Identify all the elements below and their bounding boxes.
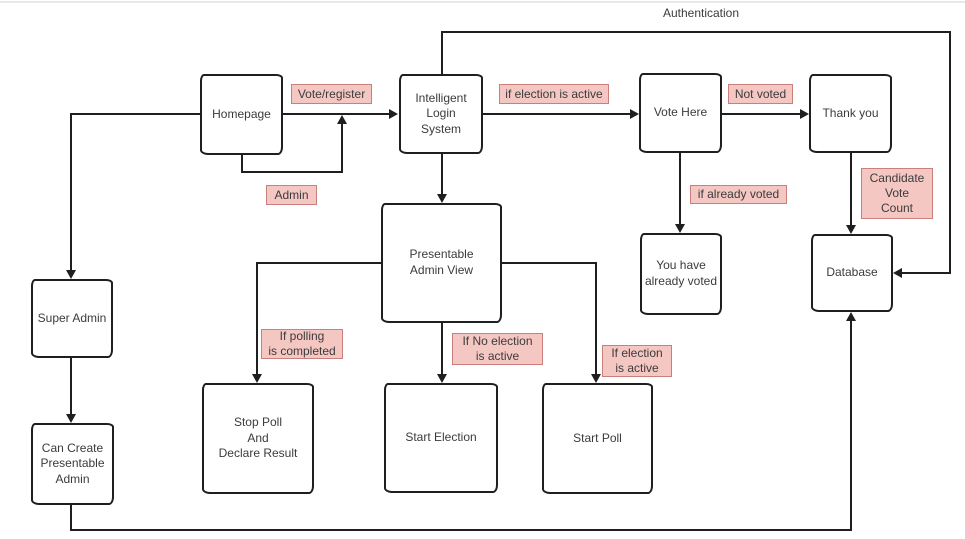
edge-admin-loop-v2 [341,124,343,173]
label-not-voted[interactable]: Not voted [728,84,793,104]
edge-authentication-v2 [949,31,951,274]
edge-pav-startpoll-v [595,262,597,374]
edge-votehere-thankyou [722,113,800,115]
node-start-poll-label: Start Poll [573,430,622,445]
edge-superadmin-cancreate-arrowhead [66,414,76,423]
node-presentable-admin-view[interactable]: Presentable Admin View [381,203,502,323]
edge-admin-loop-arrowhead [337,115,347,124]
edge-authentication-arrowhead [893,268,902,278]
edge-authentication-h1 [441,31,951,33]
node-database[interactable]: Database [811,234,893,312]
node-vote-here-label: Vote Here [653,105,708,120]
node-super-admin[interactable]: Super Admin [31,279,113,358]
edge-votehere-alreadyvoted-arrowhead [675,224,685,233]
edge-pav-startpoll-arrowhead [591,374,601,383]
node-database-label: Database [826,265,878,280]
node-thank-you[interactable]: Thank you [809,74,892,153]
edge-ils-pav-arrowhead [437,194,447,203]
node-intelligent-login-system-label: Intelligent Login System [415,90,467,136]
edge-cancreate-database-h [70,529,852,531]
label-if-election-is-active-bottom[interactable]: If election is active [602,345,672,377]
node-presentable-admin-view-label: Presentable Admin View [409,247,474,277]
edge-votehere-thankyou-arrowhead [800,109,809,119]
node-can-create-presentable-admin-label: Can Create Presentable Admin [40,440,105,486]
node-homepage-label: Homepage [212,106,271,121]
edge-thankyou-database-arrowhead [846,225,856,234]
edge-ils-votehere [483,113,630,115]
edge-pav-stoppoll-arrowhead [252,374,262,383]
edge-homepage-superadmin-arrowhead [66,270,76,279]
node-stop-poll-and-declare-result-label: Stop Poll And Declare Result [218,415,298,461]
node-thank-you-label: Thank you [822,105,879,120]
label-if-no-election-is-active[interactable]: If No election is active [452,333,543,365]
node-start-election[interactable]: Start Election [384,383,498,493]
top-border-divider [0,1,965,3]
edge-homepage-ils-arrowhead [389,109,398,119]
node-vote-here[interactable]: Vote Here [639,73,722,153]
edge-superadmin-cancreate [70,358,72,414]
node-you-have-already-voted[interactable]: You have already voted [640,233,722,315]
label-if-already-voted[interactable]: if already voted [690,185,787,204]
label-if-polling-is-completed[interactable]: If polling is completed [261,329,343,359]
edge-homepage-superadmin-v [70,113,72,270]
edge-pav-startpoll-h [502,262,597,264]
edge-cancreate-database-v1 [70,505,72,531]
node-start-election-label: Start Election [405,430,477,445]
edge-ils-pav [441,154,443,194]
node-stop-poll-and-declare-result[interactable]: Stop Poll And Declare Result [202,383,314,494]
edge-homepage-superadmin-h [70,113,200,115]
authentication-edge-label: Authentication [662,6,740,20]
edge-pav-stoppoll-v [256,262,258,374]
edge-ils-votehere-arrowhead [630,109,639,119]
node-homepage[interactable]: Homepage [200,74,283,155]
edge-authentication-h2 [902,272,951,274]
node-start-poll[interactable]: Start Poll [542,383,653,494]
node-you-have-already-voted-label: You have already voted [644,258,718,288]
edge-cancreate-database-v2 [850,321,852,531]
edge-votehere-alreadyvoted [679,153,681,224]
edge-thankyou-database [850,153,852,225]
edge-pav-startelection [441,323,443,374]
label-if-election-is-active-top[interactable]: if election is active [499,84,609,104]
node-can-create-presentable-admin[interactable]: Can Create Presentable Admin [31,423,114,505]
edge-pav-startelection-arrowhead [437,374,447,383]
label-admin[interactable]: Admin [266,185,317,205]
label-candidate-vote-count[interactable]: Candidate Vote Count [861,168,933,219]
edge-admin-loop-h [241,171,343,173]
edge-cancreate-database-arrowhead [846,312,856,321]
node-intelligent-login-system[interactable]: Intelligent Login System [399,74,483,154]
edge-authentication-v1 [441,31,443,74]
edge-admin-loop-v1 [241,155,243,173]
node-super-admin-label: Super Admin [37,310,107,325]
label-vote-register[interactable]: Vote/register [291,84,372,104]
edge-pav-stoppoll-h [256,262,381,264]
edge-homepage-ils [283,113,390,115]
